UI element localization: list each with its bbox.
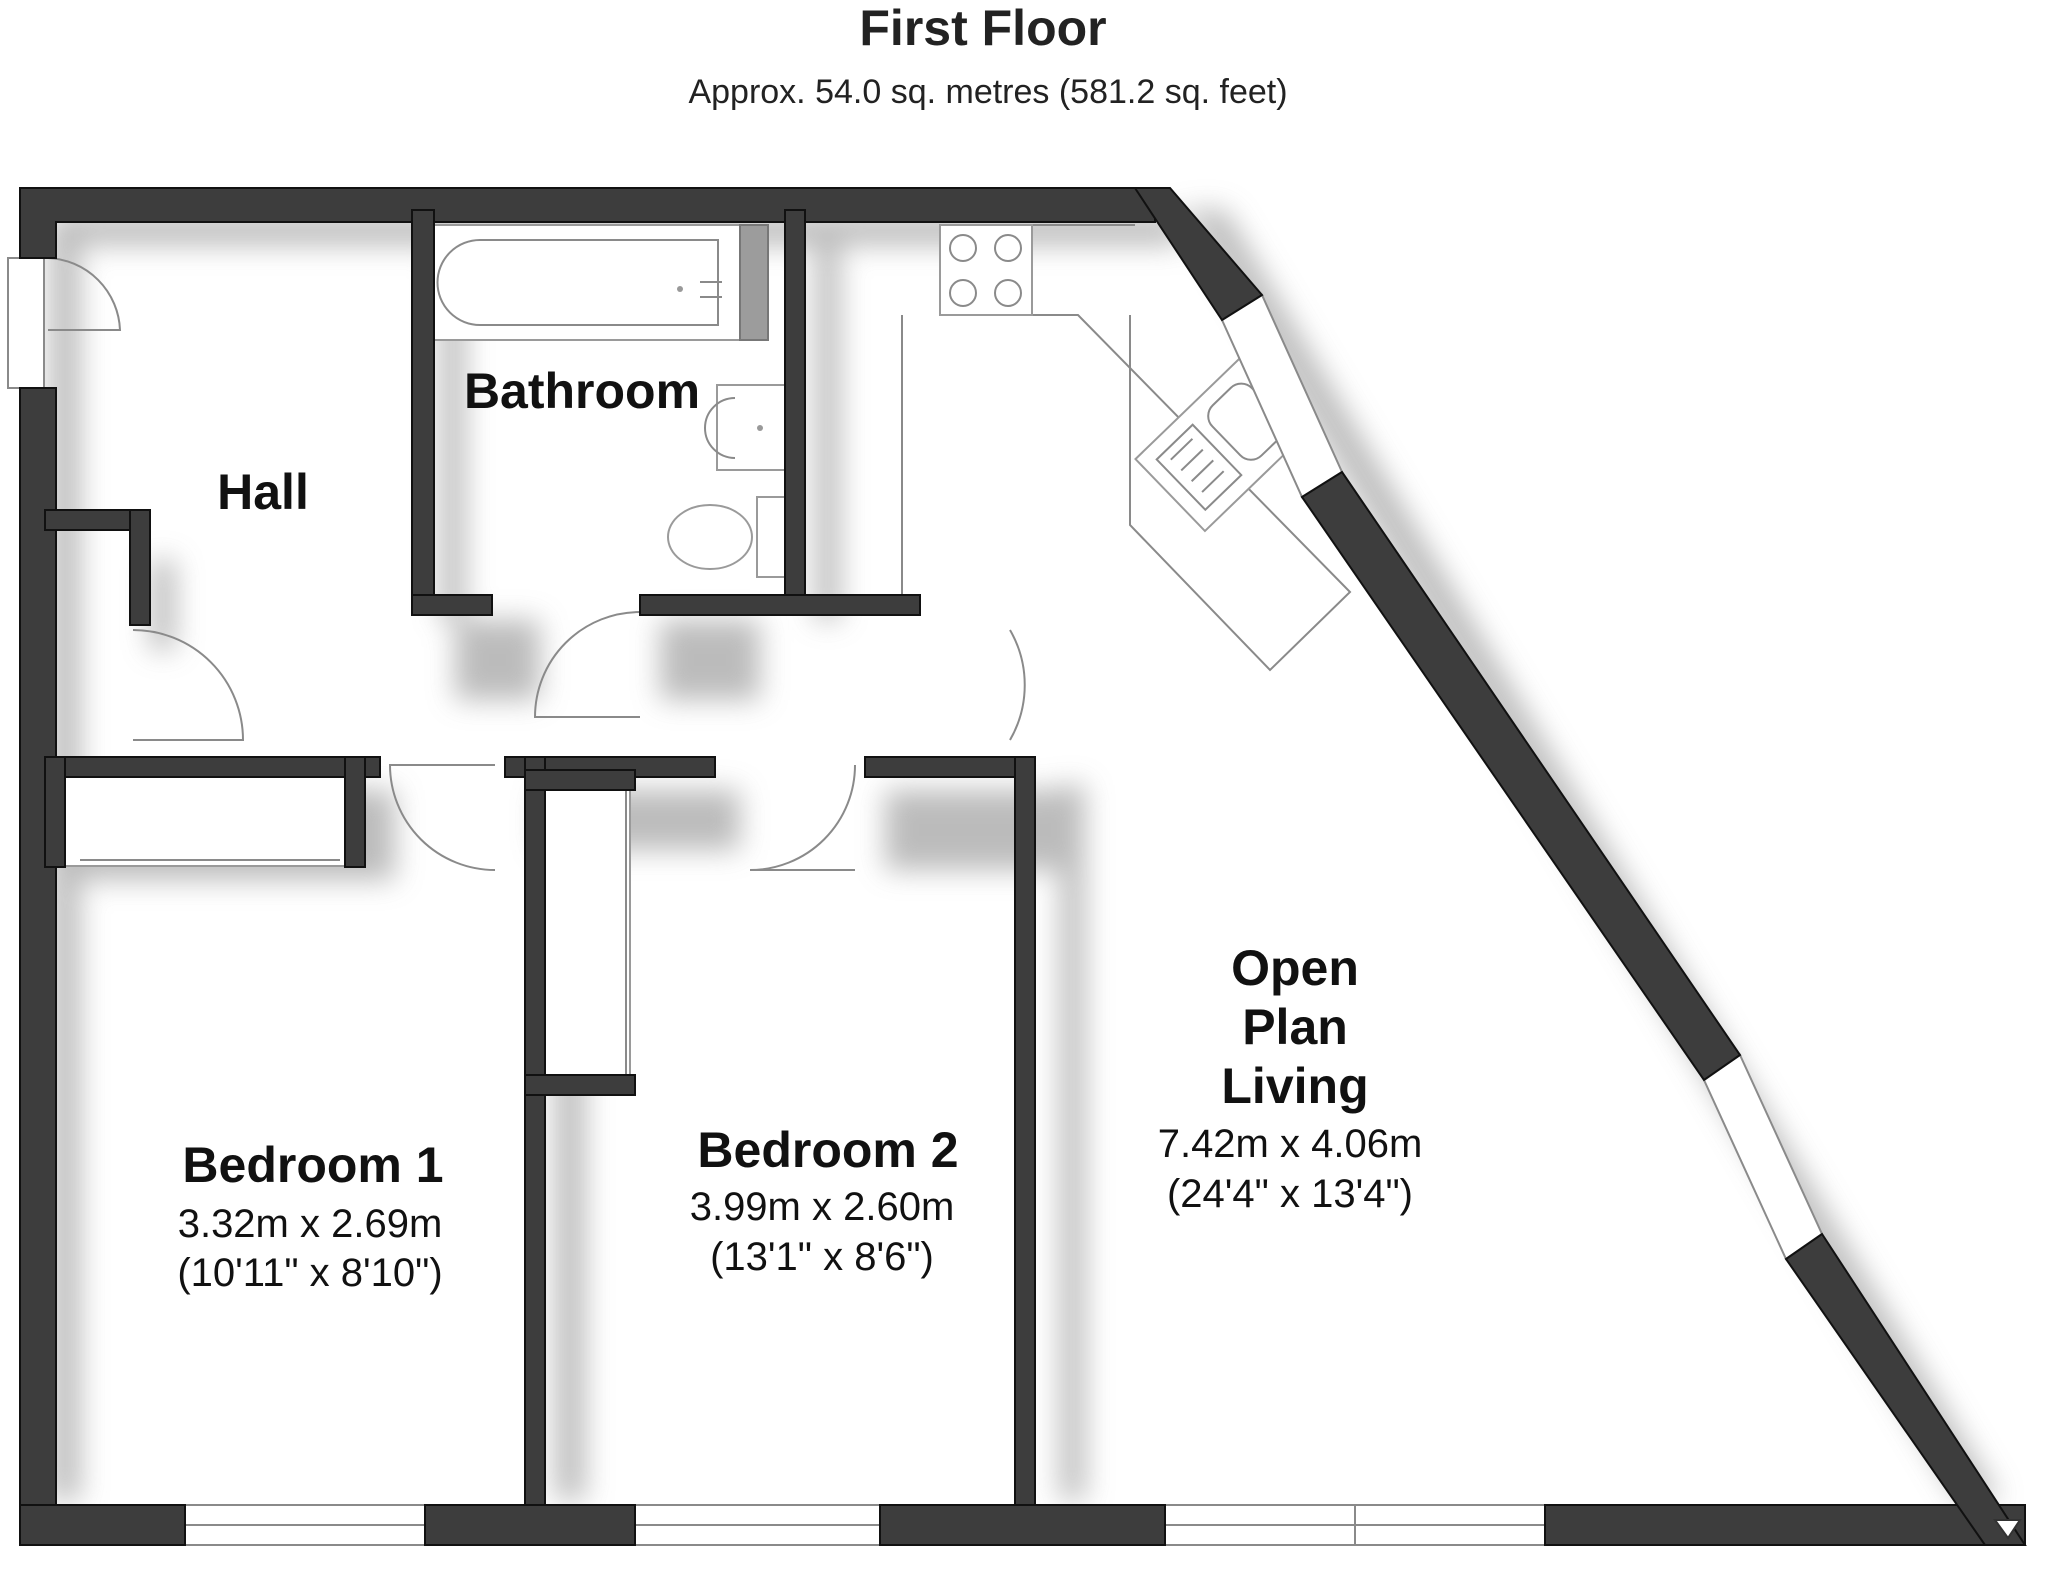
walls [19, 187, 2027, 1546]
room-dim-bedroom-1-metric: 3.32m x 2.69m [178, 1202, 443, 1246]
hob [939, 224, 1033, 316]
wall-hall-cupboard-side [129, 509, 151, 626]
entrance-door-frame [7, 257, 45, 389]
outer-wall-left [19, 387, 57, 1546]
outer-wall-bottom-left [19, 1504, 186, 1546]
room-dim-bedroom-1-imperial: (10'11" x 8'10") [177, 1251, 442, 1295]
wardrobe-bedroom-1 [59, 775, 356, 867]
corner-marker-icon [1993, 1519, 2022, 1540]
room-name-hall: Hall [217, 464, 309, 520]
room-dim-bedroom-2-imperial: (13'1" x 8'6") [710, 1235, 934, 1279]
room-name-bedroom-1: Bedroom 1 [182, 1137, 443, 1193]
wall-bathroom-bottom-a [411, 594, 493, 616]
windows [7, 257, 1824, 1546]
room-name-open-plan-line-3: Living [1221, 1058, 1368, 1114]
room-name-bathroom: Bathroom [464, 363, 700, 419]
bath [429, 224, 769, 341]
outer-wall-diagonal-1 [1133, 187, 1264, 322]
room-dim-open-plan-metric: 7.42m x 4.06m [1158, 1122, 1423, 1166]
room-name-bedroom-2: Bedroom 2 [697, 1122, 958, 1178]
wall-bathroom-bottom-b [639, 594, 921, 616]
outer-wall-bottom-far [1544, 1504, 2026, 1546]
room-dim-open-plan-imperial: (24'4" x 13'4") [1167, 1172, 1413, 1216]
room-name-open-plan-line-1: Open [1231, 940, 1359, 996]
wall-bedroom2-right-top [864, 756, 1036, 778]
wall-bathroom-left [411, 209, 435, 606]
wall-wardrobe-bottom [524, 1074, 636, 1096]
room-dim-bedroom-2-metric: 3.99m x 2.60m [690, 1185, 955, 1229]
outer-wall-diagonal-3 [1784, 1232, 2027, 1546]
room-name-open-plan-line-2: Plan [1242, 999, 1348, 1055]
window-living-side [1702, 1053, 1824, 1261]
room-labels: Hall Bathroom Open Plan Living 7.42m x 4… [177, 363, 1422, 1295]
outer-wall-diagonal-2 [1300, 470, 1742, 1082]
plan-area: Approx. 54.0 sq. metres (581.2 sq. feet) [688, 73, 1287, 111]
wall-bedroom1-cupboard [44, 756, 66, 868]
washbasin [704, 384, 786, 471]
wall-bedroom2-right [1014, 756, 1036, 1506]
toilet [667, 496, 786, 578]
outer-wall-bottom-mid [424, 1504, 636, 1546]
wall-bedroom2-left [524, 756, 546, 1506]
wall-bedroom1-top [44, 756, 381, 778]
door-swings [47, 257, 1026, 871]
wall-bedroom1-cupboard-right [344, 756, 366, 868]
wall-bathroom-mid [784, 209, 806, 606]
outer-wall-bottom-right [879, 1504, 1166, 1546]
wall-wardrobe-top [524, 769, 636, 791]
plan-title: First Floor [859, 0, 1106, 56]
wardrobe-bedroom-2 [539, 779, 631, 1086]
